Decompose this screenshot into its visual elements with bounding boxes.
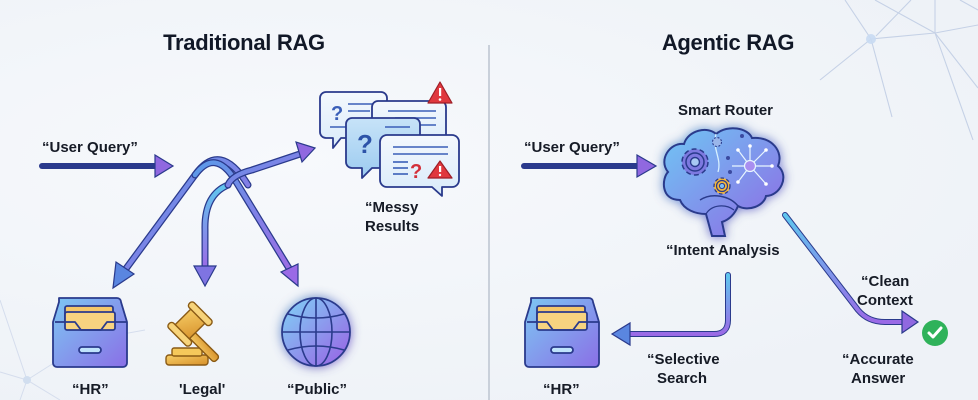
tangled-arrows bbox=[121, 150, 304, 274]
traditional-rag-title: Traditional RAG bbox=[163, 30, 325, 55]
warning-icon bbox=[427, 81, 453, 104]
arrowhead-public bbox=[279, 263, 299, 288]
source-public-label: “Public” bbox=[287, 381, 348, 398]
selective-search-line1: “Selective bbox=[647, 351, 720, 368]
agentic-rag-title: Agentic RAG bbox=[661, 30, 795, 55]
neural-network-icon bbox=[726, 134, 774, 186]
network-decoration-top-right bbox=[819, 0, 978, 141]
user-query-label-left: “User Query” bbox=[42, 139, 138, 156]
gear-icon bbox=[681, 148, 709, 176]
selective-search-label: “Selective Search bbox=[647, 350, 720, 388]
arrowhead-results bbox=[295, 141, 317, 164]
network-node bbox=[866, 34, 876, 44]
arrowhead-hr bbox=[112, 260, 136, 290]
file-drawer-icon bbox=[524, 297, 600, 368]
source-legal-label: 'Legal' bbox=[179, 381, 226, 398]
selective-search-line2: Search bbox=[657, 370, 708, 387]
confused-chat-bubbles-icon: ? ? ? bbox=[319, 91, 460, 197]
file-drawer-icon bbox=[52, 297, 128, 368]
globe-icon bbox=[281, 297, 351, 367]
arrowhead-legal bbox=[192, 265, 218, 288]
accurate-answer-label: “Accurate Answer bbox=[842, 350, 914, 388]
user-query-arrow-left bbox=[39, 153, 175, 179]
source-hr-label: “HR” bbox=[72, 381, 109, 398]
messy-results-label: “Messy Results bbox=[365, 198, 419, 236]
messy-results-line2: Results bbox=[365, 218, 420, 235]
smart-router-label: Smart Router bbox=[678, 102, 774, 119]
gear-icon bbox=[711, 136, 723, 148]
user-query-label-right: “User Query” bbox=[524, 139, 620, 156]
user-query-arrow-right bbox=[521, 153, 658, 179]
arrowhead-hr-right bbox=[610, 321, 631, 347]
clean-context-label: “Clean Context bbox=[857, 272, 913, 310]
svg-text:?: ? bbox=[357, 129, 373, 159]
hr-label-right: “HR” bbox=[543, 381, 580, 398]
clean-context-arrow bbox=[782, 212, 908, 325]
clean-context-line1: “Clean bbox=[861, 273, 910, 290]
intent-analysis-label: “Intent Analysis bbox=[666, 242, 780, 259]
gear-icon bbox=[713, 177, 731, 195]
svg-text:?: ? bbox=[331, 103, 343, 125]
svg-text:?: ? bbox=[410, 161, 422, 183]
messy-results-line1: “Messy bbox=[365, 199, 419, 216]
panel-divider bbox=[488, 45, 490, 400]
selective-search-arrow bbox=[627, 272, 731, 337]
gavel-icon bbox=[165, 301, 220, 366]
arrowhead-answer bbox=[901, 309, 920, 335]
accurate-answer-line1: “Accurate bbox=[842, 351, 914, 368]
brain-icon bbox=[662, 127, 785, 237]
accurate-answer-line2: Answer bbox=[851, 370, 906, 387]
network-node bbox=[23, 376, 31, 384]
check-circle-icon bbox=[922, 320, 948, 346]
warning-icon bbox=[427, 160, 453, 179]
clean-context-line2: Context bbox=[857, 292, 913, 309]
